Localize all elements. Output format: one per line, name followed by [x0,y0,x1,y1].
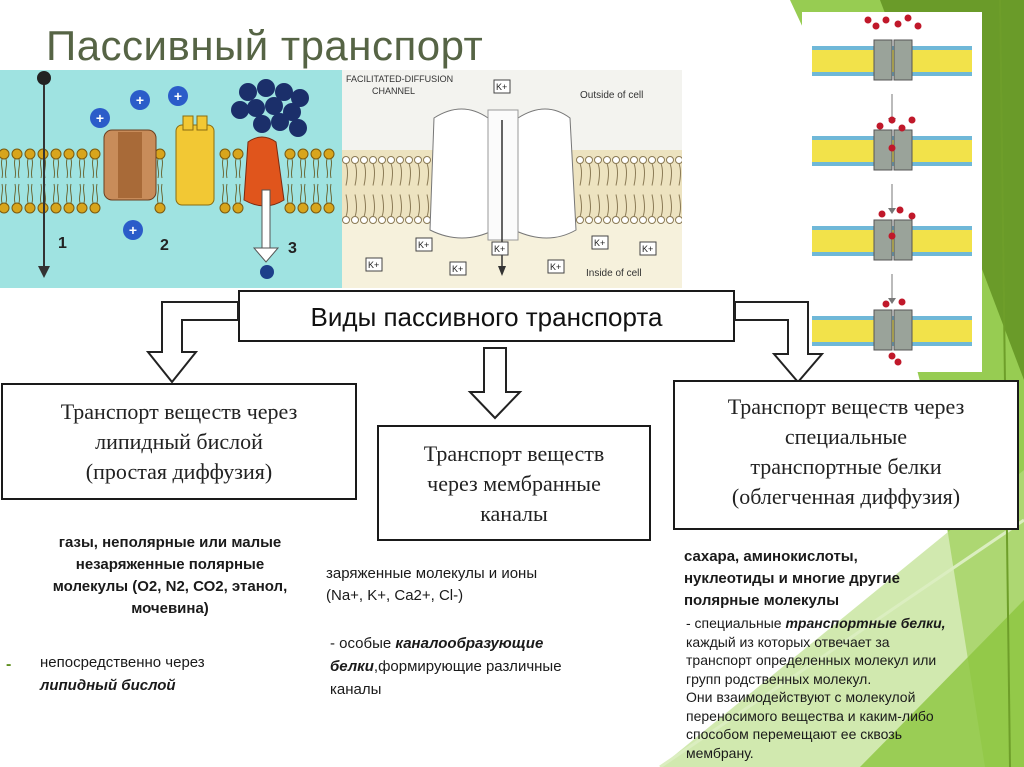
col3-desc: - специальные транспортные белки, каждый… [686,614,1016,762]
lipid-bilayer-diagram: + + + + 1 2 3 [0,70,342,288]
col2-desc-prefix: - особые [330,635,396,652]
outside-label: Outside of cell [580,90,643,101]
col3-desc-italic: транспортные белки, [785,615,946,631]
membrane-channels-box: Транспорт веществ через мембранные канал… [377,425,651,541]
potassium-ion-label: K+ [452,264,463,274]
ion-group: + + + + [90,86,188,240]
membrane-channels-text: Транспорт веществ через мембранные канал… [423,441,605,526]
simple-diffusion-box: Транспорт веществ через липидный бислой … [1,383,357,500]
channel-caption-line: FACILITATED-DIFFUSION [346,74,453,84]
potassium-ion-label: K+ [642,244,653,254]
transport-proteins-box: Транспорт веществ через специальные тран… [673,380,1019,530]
left-arrow [145,301,239,384]
right-arrow [734,301,825,384]
simple-diffusion-text: Транспорт веществ через липидный бислой … [60,399,298,484]
carrier-stage [812,298,972,366]
channel-caption-line: CHANNEL [372,86,415,96]
ion-plus-label: + [96,110,104,126]
diagram-number-label: 2 [160,237,169,254]
col2-desc-italic2: белки [330,658,374,675]
col2-desc: - особые каналообразующие белки,формирующ… [330,632,660,701]
caption-text: FACILITATED-DIFFUSION CHANNEL [346,74,453,96]
carrier-stage [812,116,972,214]
col2-desc-italic1: каналообразующие [395,635,544,652]
inside-label: Inside of cell [586,268,642,279]
diagram-number-label: 1 [58,235,67,252]
col1-dash: - [6,656,12,673]
col3-examples: сахара, аминокислоты, нуклеотиды и многи… [684,548,900,609]
header-box-text: Виды пассивного транспорта [310,302,663,332]
col1-line2: липидный бислой [40,677,176,694]
transport-proteins-text: Транспорт веществ через специальные тран… [727,394,965,509]
potassium-ion-label: K+ [594,238,605,248]
col3-desc-prefix: - специальные [686,615,786,631]
ion-plus-label: + [174,88,182,104]
slide-title: Пассивный транспорт [46,22,484,69]
passive-transport-types-box: Виды пассивного транспорта [238,290,735,342]
col1-line1: непосредственно через [40,654,205,671]
potassium-ion-label: K+ [496,82,507,92]
carrier-stage [812,206,972,304]
ion-plus-label: + [136,92,144,108]
diagram-number-label: 3 [288,240,297,257]
ion-plus-label: + [129,222,137,238]
col1-examples: газы, неполярные или малые незаряженные … [52,534,288,617]
potassium-ion-label: K+ [418,240,429,250]
potassium-ion-label: K+ [368,260,379,270]
carrier-stage [812,14,972,124]
facilitated-channel-diagram: FACILITATED-DIFFUSION CHANNEL Outside of… [342,70,682,288]
col2-examples: заряженные молекулы и ионы (Na+, K+, Ca2… [326,565,538,604]
col2-desc-rest: ,формирующие различные каналы [330,658,562,698]
middle-arrow [467,347,523,420]
carrier-sequence-diagram [802,12,982,372]
potassium-ion-label: K+ [550,262,561,272]
col3-desc-rest: каждый из которых отвечает за транспорт … [686,633,937,761]
potassium-ion-label: K+ [494,244,505,254]
